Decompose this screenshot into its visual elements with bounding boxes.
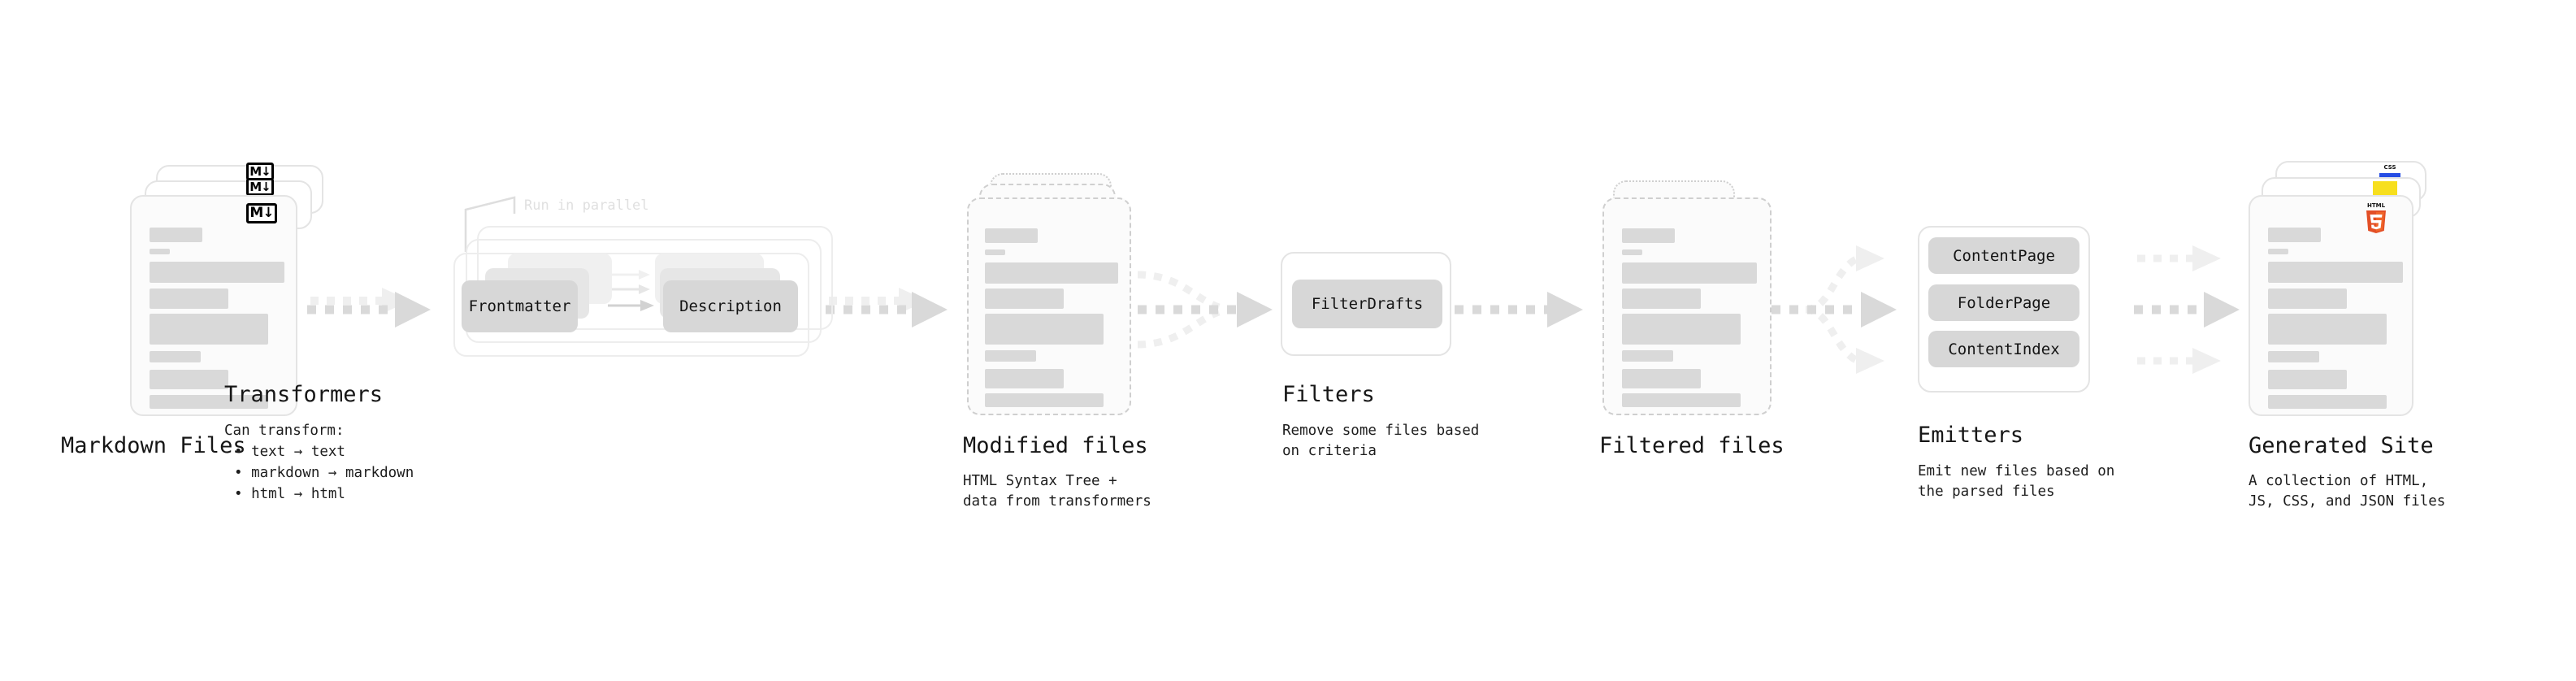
modified-card-front <box>967 197 1131 415</box>
arrow-filters-to-filtered <box>1455 292 1583 327</box>
skeleton-block <box>2268 370 2347 389</box>
skeleton-block <box>1622 393 1741 407</box>
stage-subtitle-emitters: Emit new files based on the parsed files <box>1918 463 2115 500</box>
transformer-bullet-0: • text → text <box>234 444 345 460</box>
skeleton-block <box>150 395 268 409</box>
run-in-parallel-label: Run in parallel <box>524 197 649 214</box>
svg-text:HTML: HTML <box>2367 202 2386 209</box>
skeleton-block <box>2268 262 2403 283</box>
stage-title-generated-site: Generated Site <box>2249 433 2434 458</box>
content-index-pill[interactable]: ContentIndex <box>1928 331 2079 367</box>
folder-page-pill[interactable]: FolderPage <box>1928 284 2079 321</box>
skeleton-block <box>985 288 1064 309</box>
css-icon: CSS <box>2379 165 2400 177</box>
html5-icon: HTML <box>2361 202 2391 236</box>
skeleton-sub <box>2268 249 2288 254</box>
skeleton-block <box>985 314 1104 345</box>
skeleton-block <box>985 262 1118 284</box>
stage-title-filters: Filters <box>1282 382 1375 407</box>
stage-title-transformers: Transformers <box>224 382 384 407</box>
transformer-bullet-1: • markdown → markdown <box>234 465 414 481</box>
skeleton-block <box>1622 369 1701 388</box>
arrow-emitters-to-site <box>2134 245 2240 374</box>
skeleton-block <box>985 393 1104 407</box>
transformer-bullet-2: • html → html <box>234 486 345 502</box>
stage-title-emitters: Emitters <box>1918 423 2024 448</box>
arrow-markdown-to-transformers <box>307 288 431 327</box>
arrow-modified-to-filters <box>1137 271 1273 349</box>
skeleton-block <box>985 369 1064 388</box>
skeleton-title <box>985 228 1038 243</box>
transformers-box-back-2 <box>477 226 833 330</box>
stage-subtitle-transformers: Can transform: <box>224 423 345 439</box>
skeleton-block <box>150 351 201 362</box>
skeleton-block <box>985 350 1036 362</box>
skeleton-block <box>1622 288 1701 309</box>
stage-title-filtered-files: Filtered files <box>1599 433 1785 458</box>
skeleton-title <box>2268 228 2321 242</box>
skeleton-block <box>150 288 228 309</box>
skeleton-block <box>1622 262 1757 284</box>
skeleton-block <box>150 314 268 345</box>
frontmatter-pill[interactable]: Frontmatter <box>462 280 578 332</box>
arrow-transformers-to-modified <box>826 288 948 327</box>
skeleton-sub <box>985 249 1005 255</box>
skeleton-title <box>1622 228 1675 243</box>
stage-subtitle-generated-site: A collection of HTML, JS, CSS, and JSON … <box>2249 473 2446 510</box>
skeleton-block <box>2268 351 2319 362</box>
js-icon <box>2373 181 2397 195</box>
stage-title-modified-files: Modified files <box>963 433 1148 458</box>
skeleton-block <box>2268 314 2387 345</box>
description-pill[interactable]: Description <box>663 280 798 332</box>
skeleton-block <box>2268 395 2387 409</box>
markdown-icon-back-1: M↓ <box>246 178 274 196</box>
stage-subtitle-modified-files: HTML Syntax Tree + data from transformer… <box>963 473 1151 510</box>
markdown-icon: M↓ <box>246 203 277 223</box>
skeleton-block <box>2268 288 2347 309</box>
stage-subtitle-filters: Remove some files based on criteria <box>1282 423 1480 459</box>
skeleton-block <box>150 262 284 283</box>
skeleton-title <box>150 228 202 242</box>
transformers-box-front <box>453 253 809 357</box>
arrow-filtered-to-emitters <box>1772 245 1897 374</box>
site-card-front <box>2249 195 2413 416</box>
skeleton-block <box>1622 314 1741 345</box>
filter-drafts-pill[interactable]: FilterDrafts <box>1292 280 1442 328</box>
skeleton-block <box>1622 350 1673 362</box>
skeleton-sub <box>1622 249 1642 255</box>
content-page-pill[interactable]: ContentPage <box>1928 237 2079 274</box>
stage-title-markdown-files: Markdown Files <box>61 433 246 458</box>
markdown-card-front <box>130 195 297 416</box>
skeleton-block <box>150 370 228 389</box>
filtered-card-front <box>1602 197 1772 415</box>
markdown-icon-back-2: M↓ <box>246 163 274 180</box>
skeleton-sub <box>150 249 170 254</box>
